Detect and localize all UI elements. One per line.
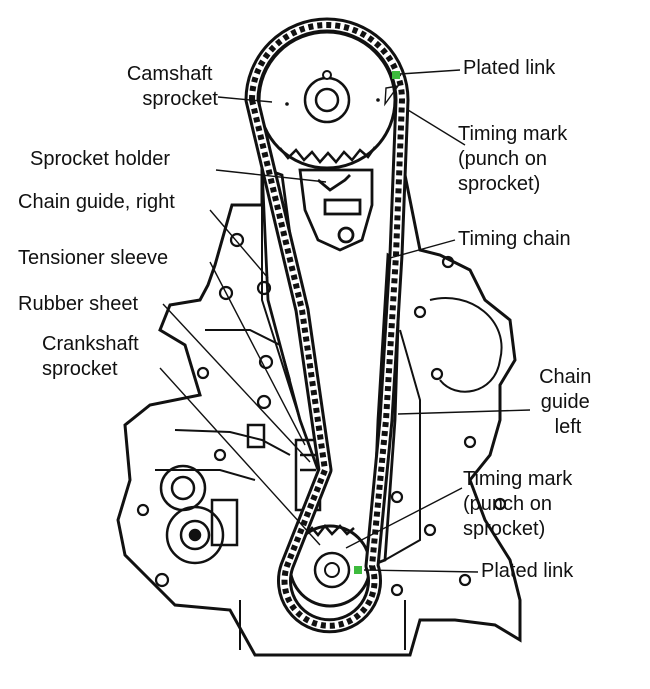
plated-link-bottom-marker [354,566,362,574]
plated-link-top-marker [392,71,400,79]
label-chain-guide-left: Chain guide left [539,366,597,438]
oil-pump-gears [159,423,266,565]
camshaft-sprocket [257,30,397,170]
label-plated-link-top: Plated link [463,57,556,79]
label-chain-guide-right: Chain guide, right [18,191,175,213]
cover-bolt-holes [136,232,507,597]
label-rubber-sheet: Rubber sheet [18,293,139,315]
label-tensioner-sleeve: Tensioner sleeve [18,247,168,269]
plated-links [354,71,400,574]
label-sprocket-holder: Sprocket holder [30,148,170,170]
label-timing-mark-top: Timing mark (punch on sprocket) [458,123,573,195]
label-crankshaft-sprocket: Crankshaft sprocket [42,333,144,380]
label-timing-mark-bottom: Timing mark (punch on sprocket) [463,468,578,540]
label-plated-link-bottom: Plated link [481,560,574,582]
sprocket-holder [298,168,374,252]
leader-lines [159,69,531,573]
timing-chain [244,17,410,634]
label-camshaft-sprocket: Camshaft sprocket [127,63,219,110]
label-timing-chain: Timing chain [458,228,571,250]
